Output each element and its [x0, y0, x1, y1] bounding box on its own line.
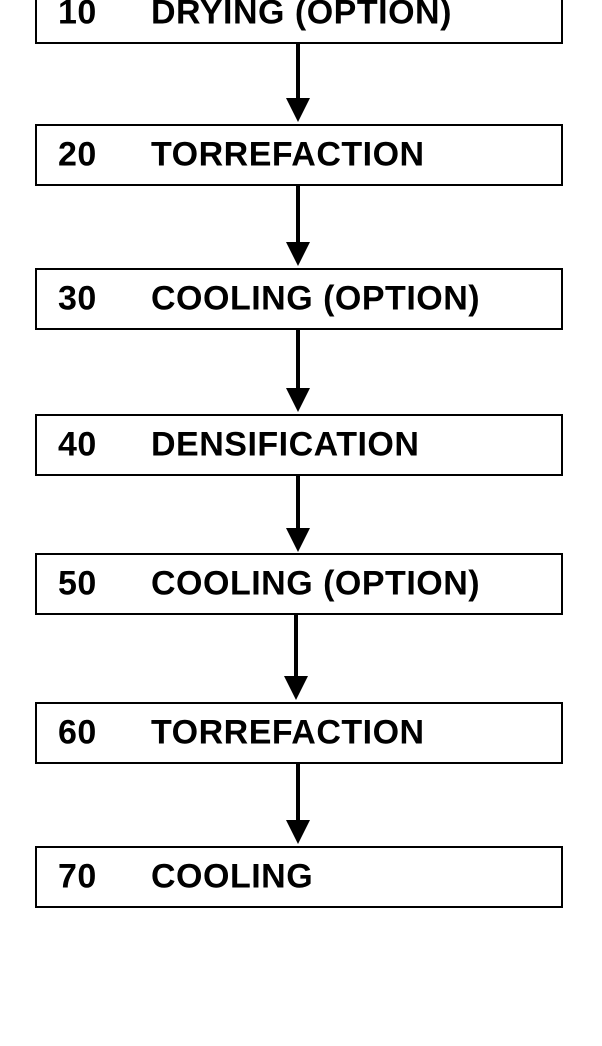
- step-number: 20: [58, 136, 97, 175]
- step-number: 60: [58, 714, 97, 753]
- step-label: COOLING (OPTION): [151, 565, 480, 604]
- step-number: 50: [58, 565, 97, 604]
- step-20-torrefaction: 20 TORREFACTION: [35, 124, 563, 186]
- step-label: COOLING: [151, 858, 313, 897]
- step-label: COOLING (OPTION): [151, 280, 480, 319]
- step-30-cooling: 30 COOLING (OPTION): [35, 268, 563, 330]
- step-number: 40: [58, 426, 97, 465]
- step-10-drying: 10 DRYING (OPTION): [35, 0, 563, 44]
- step-60-torrefaction: 60 TORREFACTION: [35, 702, 563, 764]
- step-label: TORREFACTION: [151, 136, 425, 175]
- step-number: 30: [58, 280, 97, 319]
- step-70-cooling: 70 COOLING: [35, 846, 563, 908]
- step-40-densification: 40 DENSIFICATION: [35, 414, 563, 476]
- step-label: TORREFACTION: [151, 714, 425, 753]
- step-label: DENSIFICATION: [151, 426, 419, 465]
- step-number: 10: [58, 0, 97, 33]
- step-number: 70: [58, 858, 97, 897]
- step-50-cooling: 50 COOLING (OPTION): [35, 553, 563, 615]
- step-label: DRYING (OPTION): [151, 0, 452, 33]
